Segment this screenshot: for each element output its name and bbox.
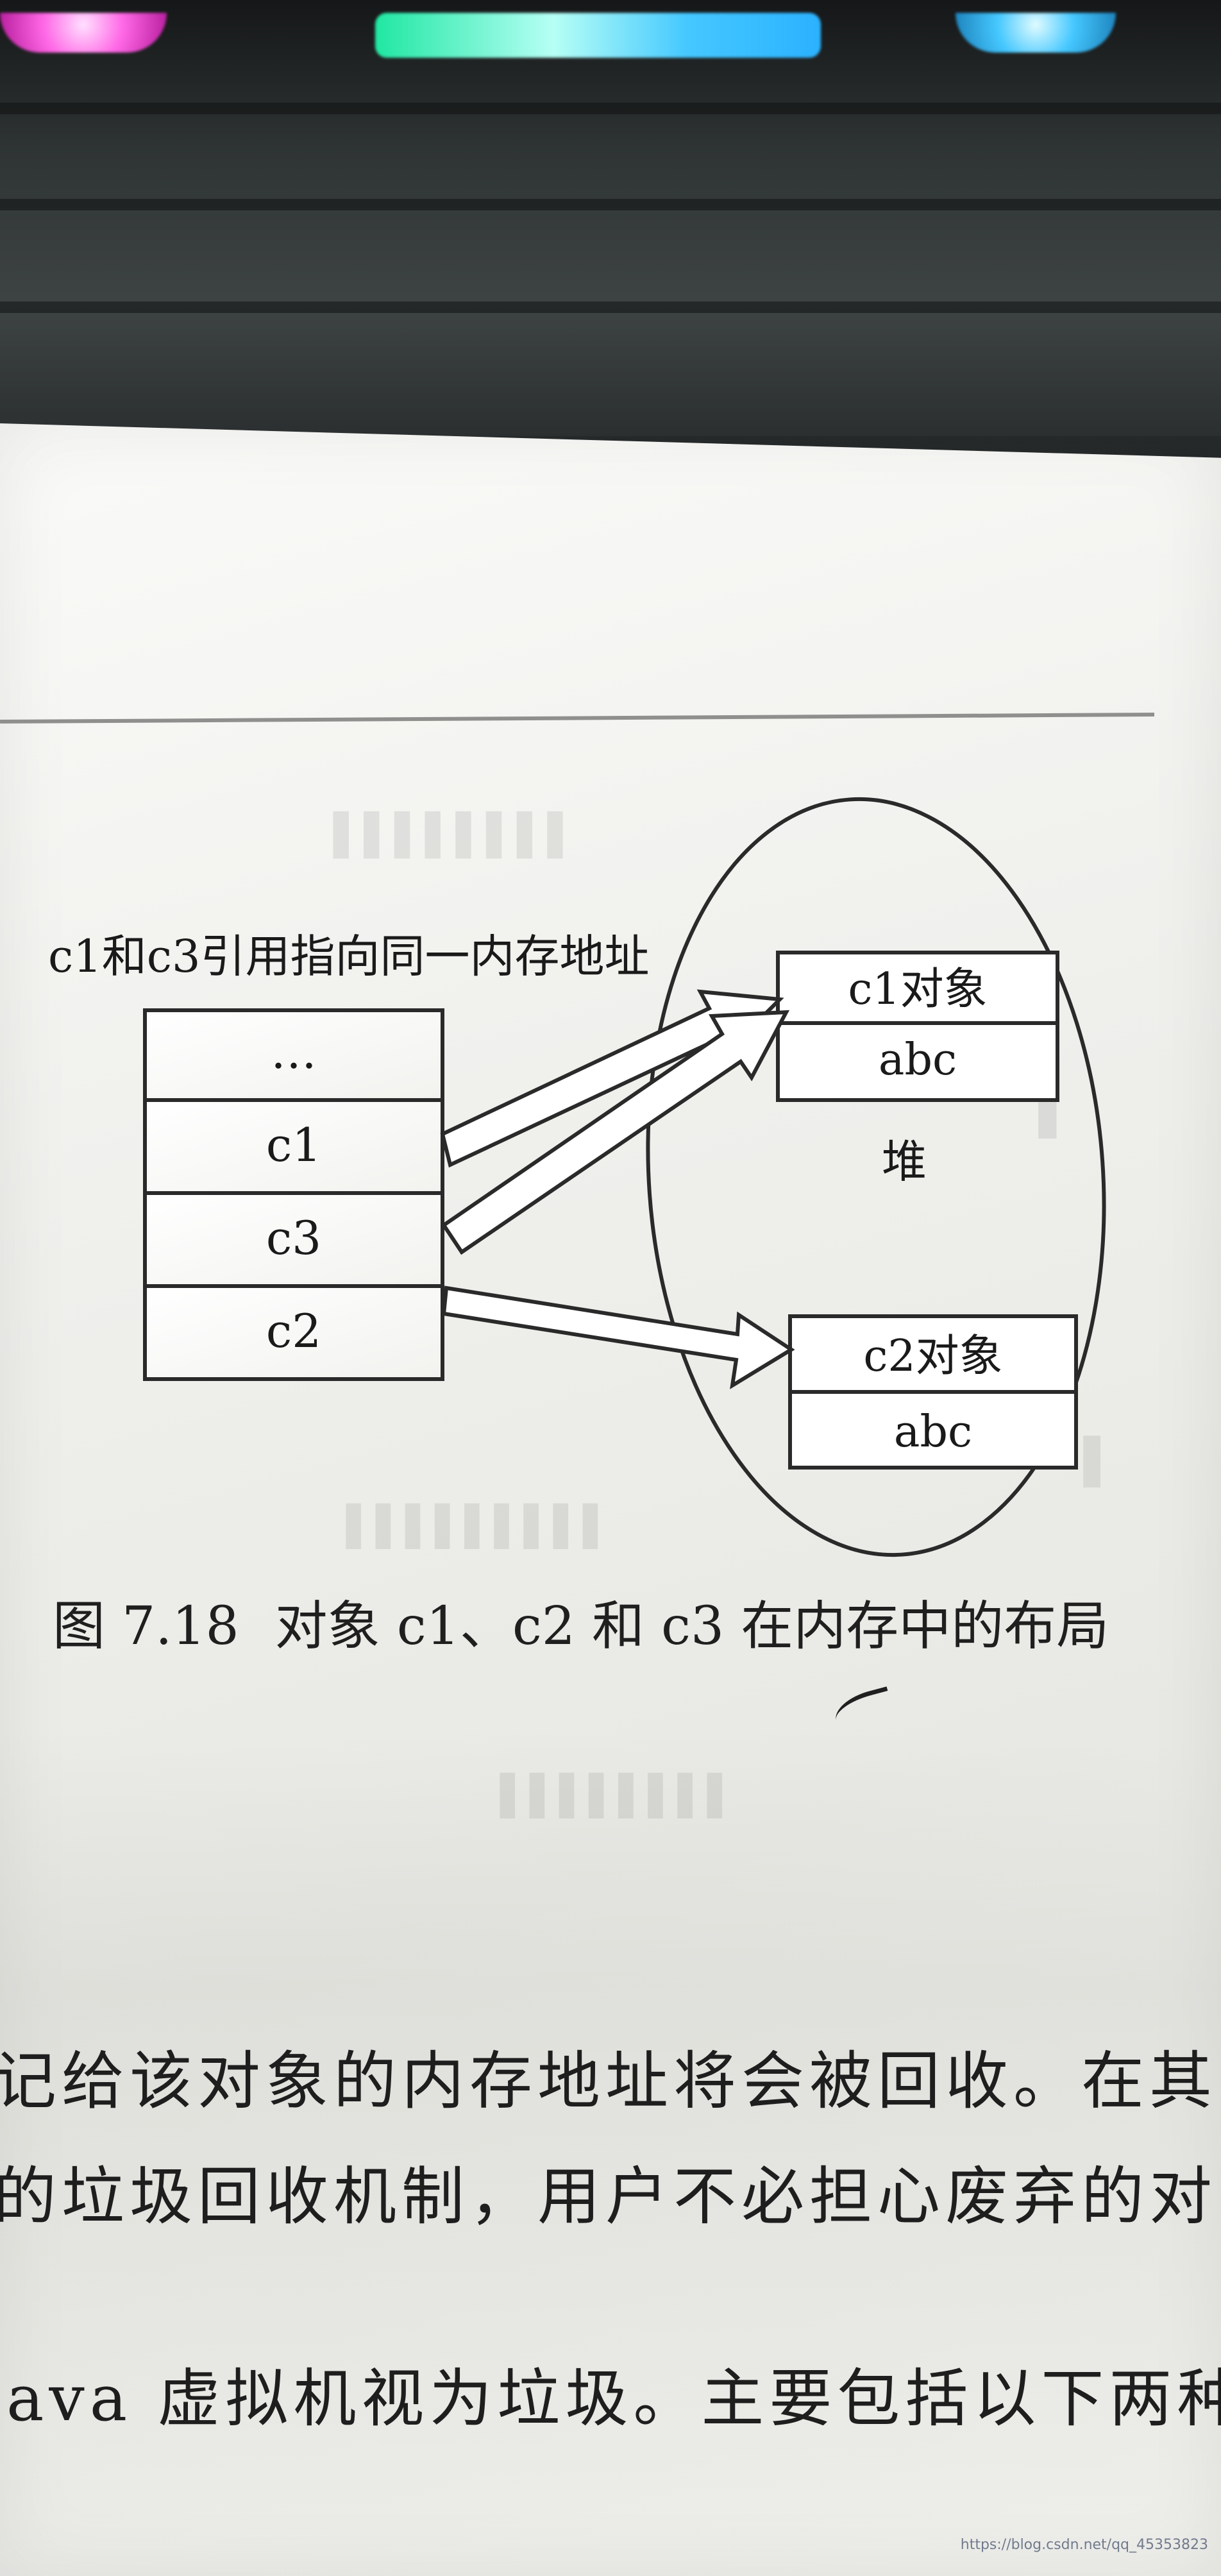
heap-object-c1-value: abc [879,1035,957,1085]
keyboard-ridge [0,301,1221,313]
stack-cell-ellipsis: … [271,1025,317,1079]
heap-object-c1 [776,951,1059,1102]
figure-caption: 图 7.18 对象 c1、c2 和 c3 在内存中的布局 [53,1583,1109,1659]
body-text-line: ava 虚拟机视为垃圾。主要包括以下两种 [6,2362,1221,2436]
heap-object-c2 [788,1314,1078,1470]
arrow-c3-to-object [441,1010,790,1255]
keyboard-ridge [0,199,1221,210]
bleed-through-text: ▌▌▌▌▌▌▌▌ [333,811,578,858]
stack-cell-c1: c1 [266,1118,321,1172]
watermark: https://blog.csdn.net/qq_45353823 [960,2537,1208,2553]
pink-led-light [0,13,167,53]
body-text-line: 记给该对象的内存地址将会被回收。在其 [0,2045,1218,2118]
stack-cell-c3: c3 [266,1211,321,1265]
heap-object-c2-title: c2对象 [863,1331,1002,1382]
diagram-annotation: c1和c3引用指向同一内存地址 [48,930,649,983]
memory-layout-diagram: … c1 c3 c2 c1和c3引用指向同一内存地址 c1对象 abc 堆 c2… [48,797,1106,1557]
green-led-light [375,13,821,58]
heap-object-c2-value: abc [894,1407,972,1457]
arrow-c2-to-object [441,1285,795,1389]
figure-number: 图 7.18 [53,1596,239,1657]
bleed-through-text: ▌▌▌▌▌▌▌▌▌ [346,1504,613,1549]
heap-ellipse [646,797,1106,1557]
heap-label: 堆 [882,1135,927,1188]
bleed-through-text: ▌▌▌▌▌▌▌▌ [500,1774,737,1818]
keyboard-background [0,0,1221,436]
heap-object-c1-title: c1对象 [848,964,987,1015]
blue-led-light [956,13,1116,53]
bleed-through-text: ▌ [1084,1437,1118,1487]
paper-page [0,423,1221,2576]
stack-cell-c2: c2 [266,1304,321,1358]
keyboard-ridge [0,103,1221,114]
body-text-line: 的垃圾回收机制，用户不必担心废弃的对 [0,2160,1218,2233]
figure-caption-text: 对象 c1、c2 和 c3 在内存中的布局 [274,1596,1109,1657]
stack-table [143,1008,444,1381]
